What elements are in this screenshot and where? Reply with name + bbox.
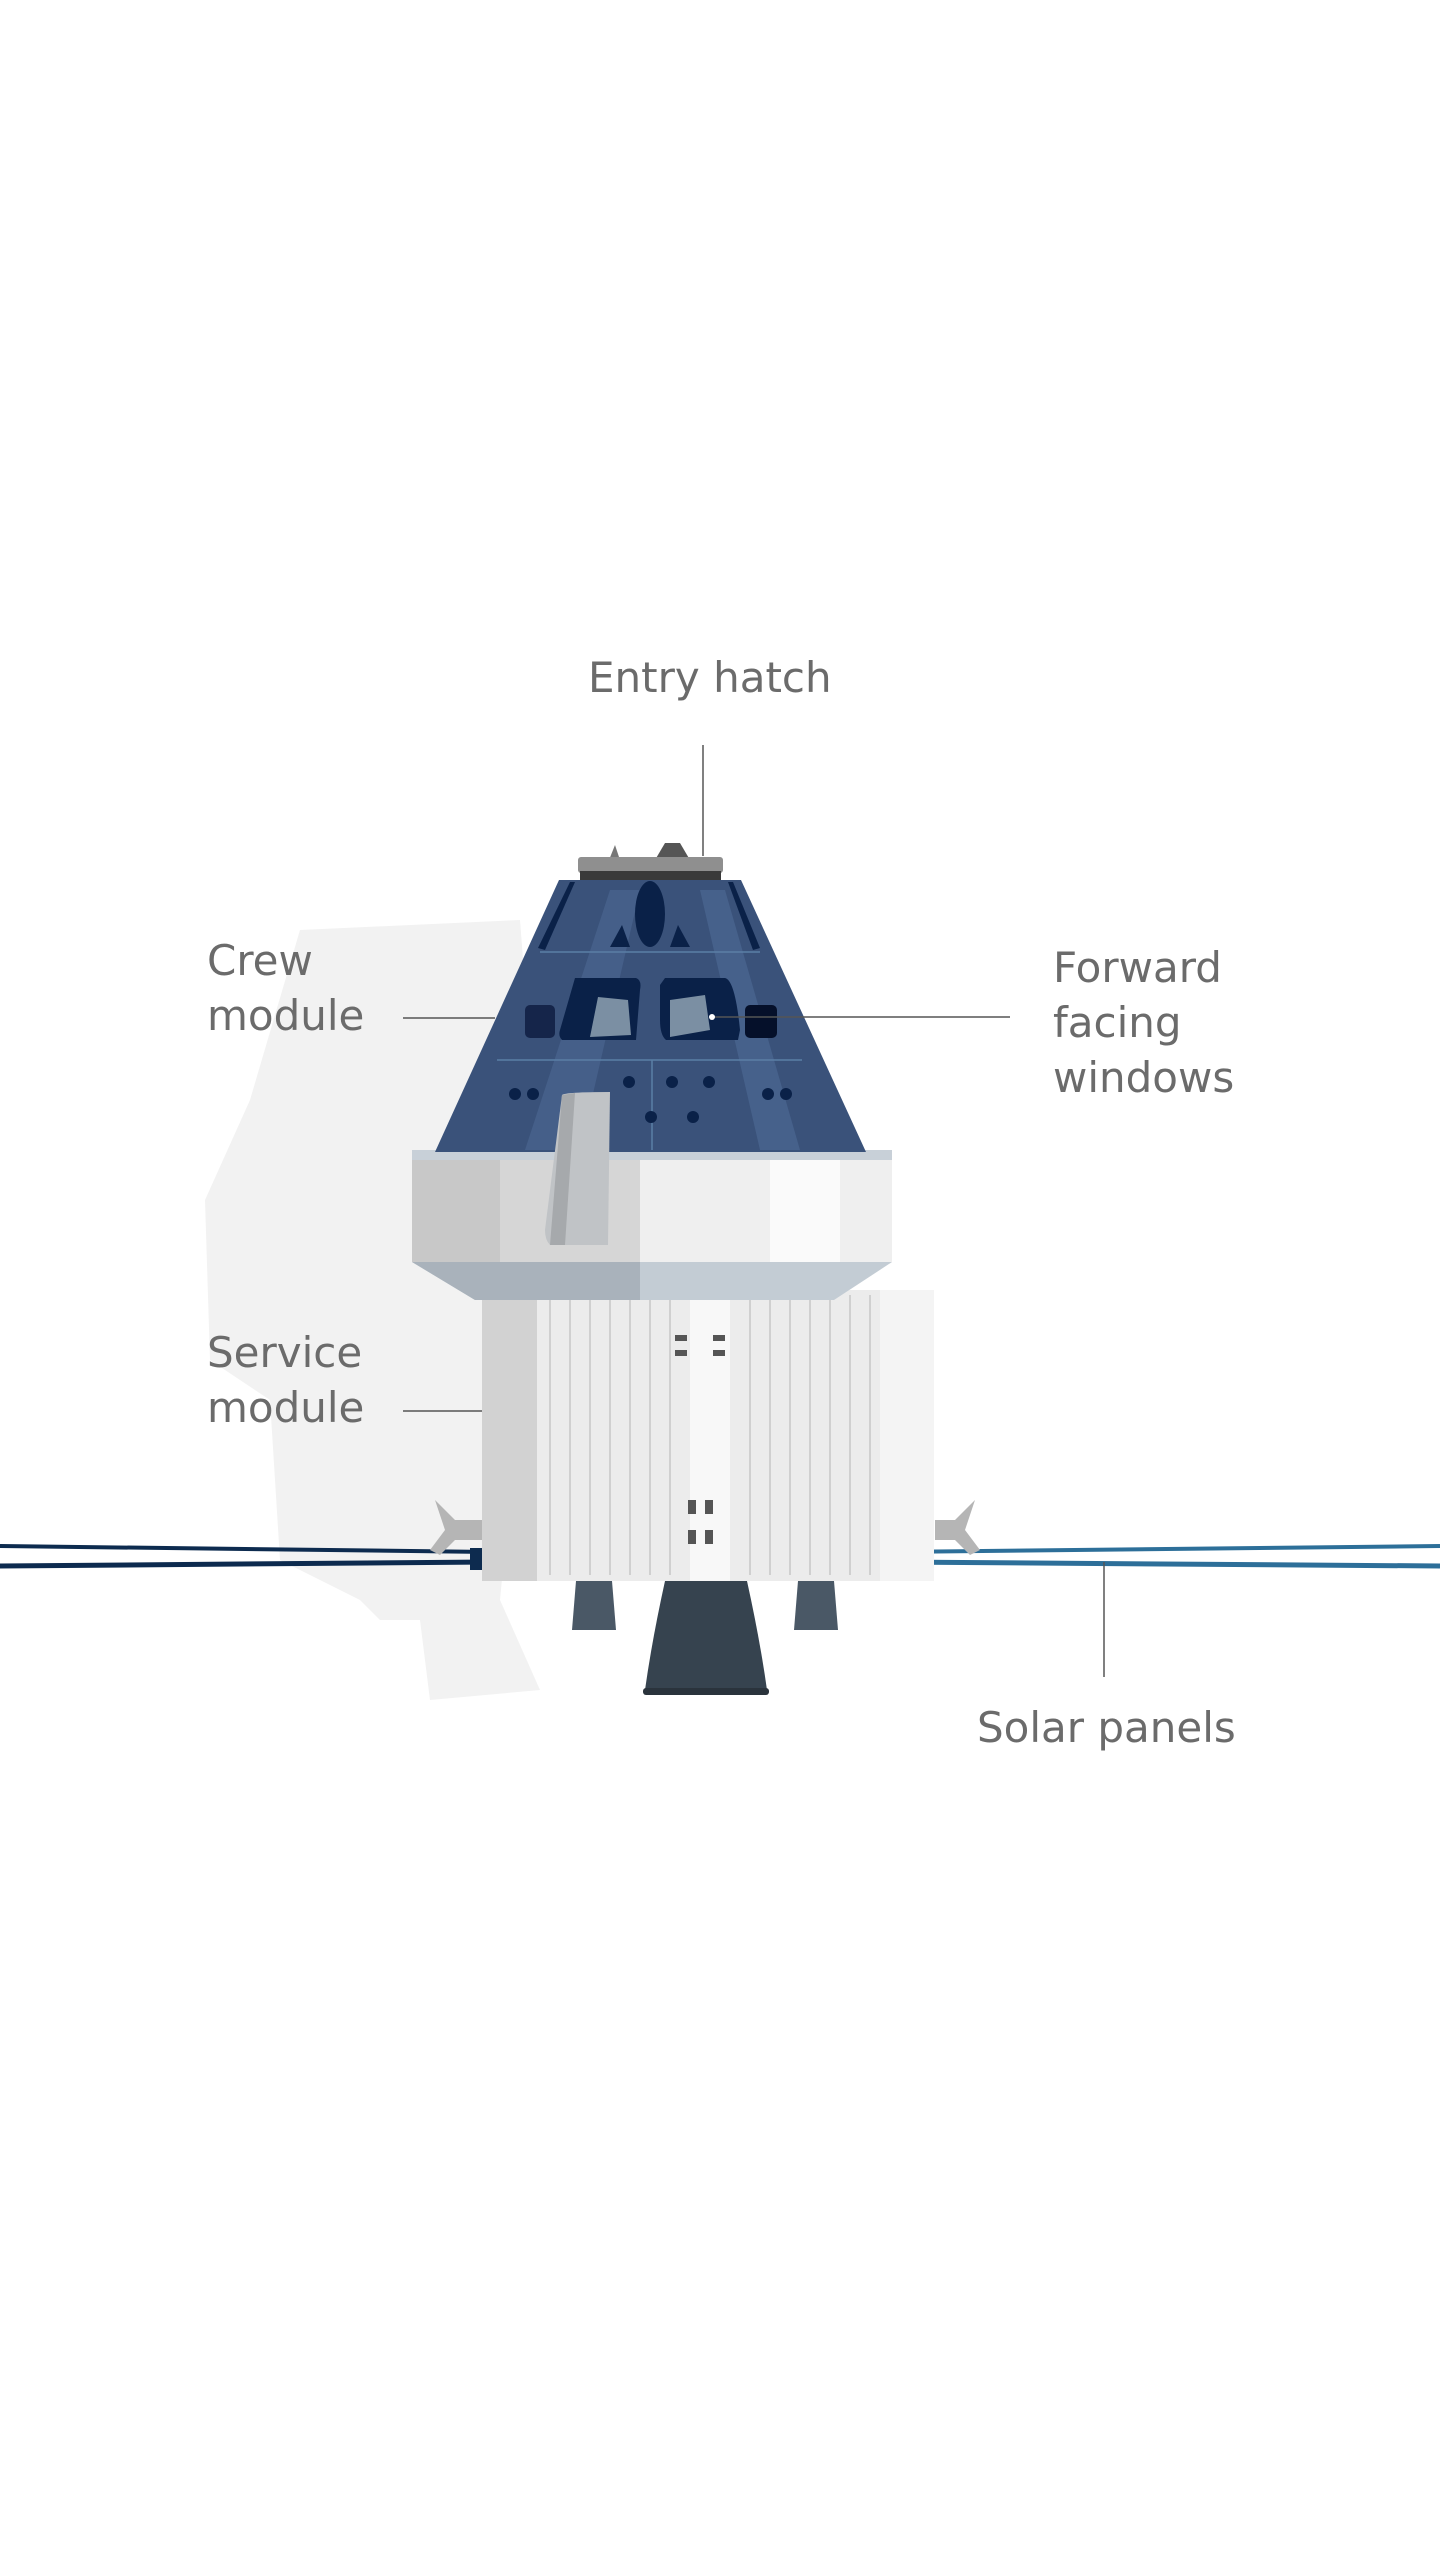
label-line: facing [1053,998,1182,1047]
label-crew-module: Crew module [207,933,364,1043]
label-line: windows [1053,1053,1235,1102]
label-line: Crew [207,936,313,985]
rcs-ports [509,1076,792,1123]
entry-hatch [578,857,723,873]
forward-window-right [660,978,740,1040]
aux-engine-left [572,1581,616,1630]
rcs-thrusters [675,1335,725,1544]
label-line: module [207,1383,365,1432]
forward-window-left [559,978,641,1040]
label-solar-panels: Solar panels [977,1703,1236,1752]
hatch-window [635,881,665,947]
main-engine-nozzle [645,1581,767,1690]
bracket-right [935,1500,980,1555]
label-line: module [207,991,365,1040]
label-forward-facing-windows: Forward facing windows [1053,940,1234,1105]
aux-engine-right [794,1581,838,1630]
label-entry-hatch: Entry hatch [588,653,832,702]
bracket-left [430,1500,485,1555]
label-line: Forward [1053,943,1222,992]
label-line: Service [207,1328,363,1377]
leader-lines [403,745,1105,1677]
label-service-module: Service module [207,1325,364,1435]
